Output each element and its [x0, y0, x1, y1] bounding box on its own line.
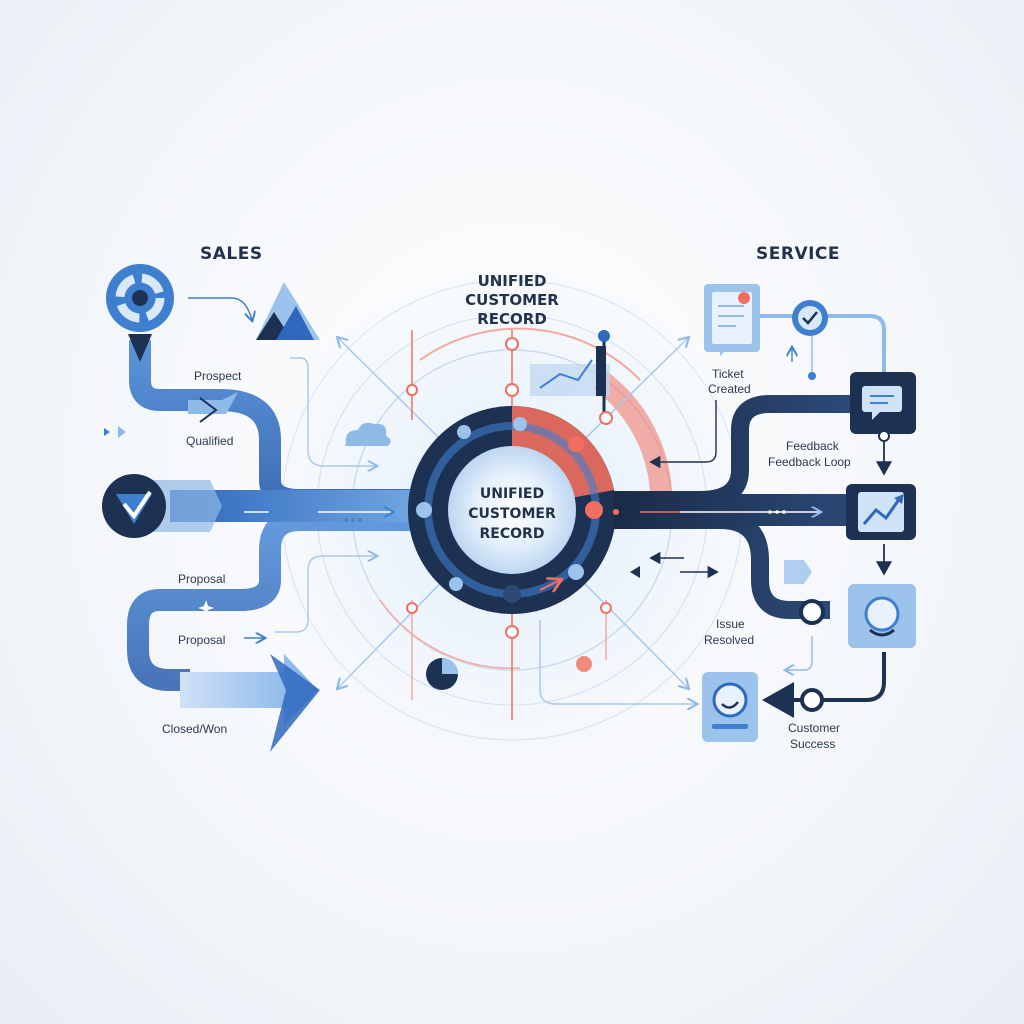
- stage-label-qualified: Qualified: [186, 434, 234, 448]
- stage-label-feedback: Feedback: [786, 439, 839, 453]
- sales-heading: SALES: [200, 244, 263, 264]
- user-support-icon: [799, 584, 916, 648]
- stage-label-closed-won: Closed/Won: [162, 722, 228, 736]
- stage-label-proposal: Proposal: [178, 572, 226, 586]
- stage-label-resolved: Resolved: [704, 633, 755, 647]
- stage-label-proposal-2: Proposal: [178, 633, 226, 647]
- stage-label-customer: Customer: [788, 721, 841, 735]
- stage-label-success: Success: [790, 737, 836, 751]
- sales-dots: [104, 426, 362, 522]
- chat-bubble-icon: [850, 372, 916, 442]
- hub-top-title: UNIFIED CUSTOMER RECORD: [452, 272, 572, 329]
- cloud-icon: [344, 422, 391, 446]
- closed-won-arrow-tip: [270, 654, 320, 752]
- pie-chart-icon: [106, 264, 174, 362]
- accent-dot: [576, 656, 592, 672]
- stage-label-prospect: Prospect: [194, 369, 242, 383]
- chevron-arrow-icon: [188, 392, 238, 423]
- service-connectors: [539, 314, 893, 718]
- stage-label-ticket: Ticket: [712, 367, 744, 381]
- bar-chart-icon: [530, 346, 610, 396]
- hub-core: [408, 406, 616, 614]
- accent-dot: [598, 330, 610, 342]
- stage-label-created: Created: [708, 382, 751, 396]
- service-heading: SERVICE: [756, 244, 841, 264]
- service-main-flow: [614, 494, 860, 526]
- stage-label-feedback-loop: Feedback Loop: [768, 455, 851, 469]
- check-circle-icon: [792, 300, 828, 336]
- mountain-icon: [256, 282, 320, 340]
- node-dot: [808, 372, 816, 380]
- hub-nodes: [416, 417, 603, 603]
- trend-chart-icon: [846, 484, 916, 540]
- hub-top-title-line: RECORD: [477, 310, 547, 328]
- hub-core-title-line: CUSTOMER: [468, 506, 556, 522]
- pie-mini-icon: [426, 658, 458, 690]
- document-icon: [704, 284, 760, 356]
- hub-top-title-line: CUSTOMER: [465, 291, 559, 309]
- star-icon: [198, 600, 214, 616]
- hub-core-title-line: RECORD: [479, 526, 545, 542]
- chat-support-icon: [702, 672, 824, 742]
- sales-chevron-shape: [150, 480, 222, 532]
- hub-core-title: UNIFIED CUSTOMER RECORD: [452, 484, 572, 544]
- stage-label-issue: Issue: [716, 617, 745, 631]
- hub-top-title-line: UNIFIED: [477, 272, 547, 290]
- service-dots: [613, 509, 812, 584]
- spoke-nodes: [406, 337, 613, 639]
- checkmark-icon: [102, 474, 166, 538]
- hub-core-title-line: UNIFIED: [479, 486, 545, 502]
